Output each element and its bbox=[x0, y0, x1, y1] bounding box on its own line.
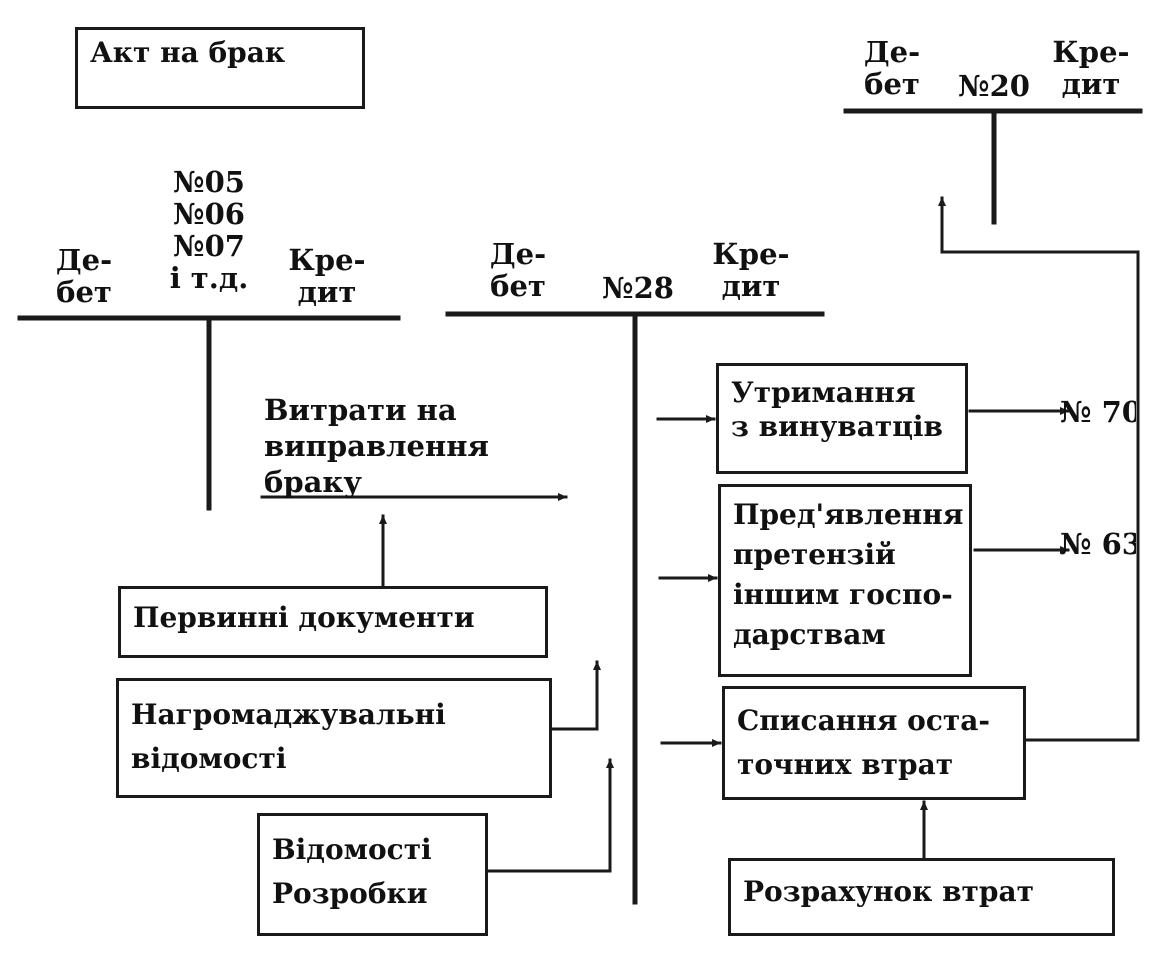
mid-debit-label: Де- бет bbox=[478, 238, 558, 302]
mid-debit-line-1: Де- bbox=[489, 237, 547, 271]
vidomosti-box: Відомості Розробки bbox=[257, 813, 488, 936]
right-account-number: №20 bbox=[958, 69, 1030, 103]
pervynni-line-1: Первинні документи bbox=[133, 601, 475, 634]
vytraty-line-2: виправлення bbox=[264, 429, 489, 463]
nagrom-box: Нагромаджувальні відомості bbox=[116, 678, 552, 798]
left-number-06: №06 bbox=[173, 197, 245, 231]
left-number-etc: і т.д. bbox=[169, 261, 249, 295]
spysannia-line-2: точних втрат bbox=[737, 748, 954, 781]
vidomosti-connector bbox=[486, 758, 614, 873]
vytraty-line-1: Витрати на bbox=[264, 393, 457, 427]
rozrakhunok-line-1: Розрахунок втрат bbox=[743, 875, 1034, 908]
pervynni-box: Первинні документи bbox=[118, 586, 548, 658]
pred-line-3: іншим госпо- bbox=[733, 578, 953, 611]
nagrom-connector bbox=[550, 660, 601, 731]
right-debit-line-1: Де- bbox=[863, 35, 921, 69]
account-63-label: № 63 bbox=[1060, 528, 1136, 560]
utrymannia-box: Утримання з винуватців bbox=[716, 363, 968, 474]
pred-line-2: претензій bbox=[733, 538, 896, 571]
pred-line-1: Пред'явлення bbox=[733, 498, 964, 531]
pred-line-4: дарствам bbox=[733, 618, 886, 651]
right-credit-label: Кре- дит bbox=[1046, 36, 1136, 100]
left-credit-line-1: Кре- bbox=[288, 243, 366, 277]
nagrom-line-2: відомості bbox=[131, 742, 287, 775]
vytraty-line-3: браку bbox=[264, 465, 362, 499]
mid-credit-label: Кре- дит bbox=[706, 238, 796, 302]
act-line-1: Акт на брак bbox=[90, 36, 286, 69]
right-debit-label: Де- бет bbox=[852, 36, 932, 100]
spysannia-to-20-path bbox=[938, 196, 1140, 742]
act-na-brak-box: Акт на брак bbox=[75, 27, 365, 109]
left-account-numbers: №05 №06 №07 і т.д. bbox=[156, 166, 262, 294]
left-debit-line-2: бет bbox=[56, 275, 112, 309]
rozrakhunok-box: Розрахунок втрат bbox=[728, 858, 1115, 936]
mid-credit-line-1: Кре- bbox=[712, 237, 790, 271]
mid-account-number: №28 bbox=[602, 271, 674, 305]
left-number-07: №07 bbox=[173, 229, 245, 263]
utrymannia-line-2: з винуватців bbox=[731, 410, 943, 443]
right-credit-line-1: Кре- bbox=[1052, 35, 1130, 69]
left-credit-label: Кре- дит bbox=[282, 244, 372, 308]
utrymannia-line-1: Утримання bbox=[731, 376, 916, 409]
right-debit-line-2: бет bbox=[864, 67, 920, 101]
vytraty-label: Витрати на виправлення браку bbox=[264, 392, 489, 500]
mid-credit-line-2: дит bbox=[721, 269, 781, 303]
right-credit-line-2: дит bbox=[1061, 67, 1121, 101]
nagrom-line-1: Нагромаджувальні bbox=[131, 698, 446, 731]
account-70-label: № 70 bbox=[1060, 396, 1136, 428]
vidomosti-line-1: Відомості bbox=[272, 833, 432, 866]
left-debit-line-1: Де- bbox=[55, 243, 113, 277]
left-debit-label: Де- бет bbox=[44, 244, 124, 308]
spysannia-line-1: Списання оста- bbox=[737, 704, 990, 737]
pred-box: Пред'явлення претензій іншим госпо- дарс… bbox=[718, 484, 972, 677]
left-number-05: №05 bbox=[173, 165, 245, 199]
mid-debit-line-2: бет bbox=[490, 269, 546, 303]
spysannia-box: Списання оста- точних втрат bbox=[722, 686, 1026, 800]
vidomosti-line-2: Розробки bbox=[272, 877, 428, 910]
left-credit-line-2: дит bbox=[297, 275, 357, 309]
